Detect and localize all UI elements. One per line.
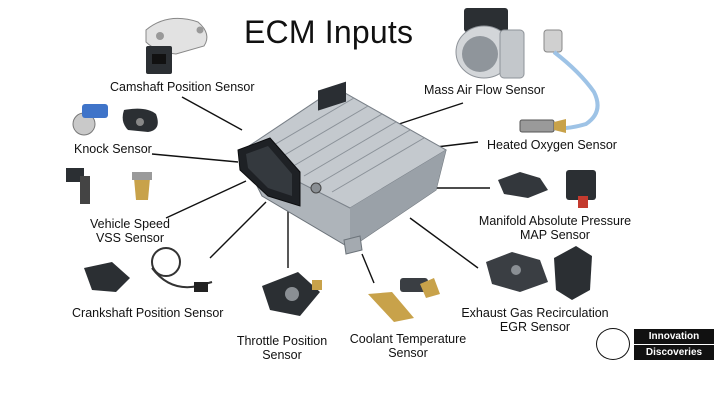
label-map-line-1: Manifold Absolute Pressure xyxy=(478,214,632,228)
line-crank xyxy=(209,201,267,259)
map-sensor-image xyxy=(498,170,596,208)
vss-sensor-image xyxy=(66,168,152,204)
ecm-module xyxy=(237,81,447,255)
label-tps-line-2: Sensor xyxy=(262,348,302,362)
connector-lines xyxy=(151,96,490,284)
tps-sensor-image xyxy=(262,272,322,316)
oxygen-sensor-image xyxy=(519,29,600,133)
crankshaft-sensor-image xyxy=(84,247,213,292)
coolant-sensor-image xyxy=(368,278,440,322)
label-egr-line-2: EGR Sensor xyxy=(499,320,571,334)
label-heated-oxygen-sensor: Heated Oxygen Sensor xyxy=(487,138,617,152)
line-maf xyxy=(395,102,464,126)
label-coolant-temperature-sensor: Coolant Temperature Sensor xyxy=(344,332,472,360)
line-knock xyxy=(151,153,239,163)
innovation-discoveries-badge: Innovation Discoveries xyxy=(596,328,714,360)
label-egr-line-1: Exhaust Gas Recirculation xyxy=(461,306,609,320)
label-vss-line-1: Vehicle Speed xyxy=(90,217,170,231)
label-map-line-2: MAP Sensor xyxy=(520,228,590,242)
label-mass-air-flow-sensor: Mass Air Flow Sensor xyxy=(424,83,545,97)
badge-line-2: Discoveries xyxy=(634,345,714,360)
label-coolant-line-1: Coolant Temperature xyxy=(349,332,467,346)
line-vss xyxy=(165,180,247,219)
line-coolant xyxy=(361,253,375,284)
label-crankshaft-position-sensor: Crankshaft Position Sensor xyxy=(72,306,224,320)
line-camshaft xyxy=(181,96,243,131)
label-exhaust-gas-recirculation-sensor: Exhaust Gas Recirculation EGR Sensor xyxy=(456,306,614,334)
knock-sensor-image xyxy=(72,104,158,136)
label-vss-line-2: VSS Sensor xyxy=(95,231,165,245)
egr-sensor-image xyxy=(486,246,592,300)
label-coolant-line-2: Sensor xyxy=(388,346,428,360)
maf-sensor-image xyxy=(455,8,525,79)
brand-logo-icon xyxy=(596,328,630,360)
camshaft-sensor-image xyxy=(145,17,208,74)
line-egr xyxy=(409,217,479,269)
label-throttle-position-sensor: Throttle Position Sensor xyxy=(230,334,334,362)
label-vehicle-speed-sensor: Vehicle Speed VSS Sensor xyxy=(76,217,184,245)
diagram-title: ECM Inputs xyxy=(244,14,414,50)
badge-line-1: Innovation xyxy=(634,329,714,344)
label-manifold-absolute-pressure-sensor: Manifold Absolute Pressure MAP Sensor xyxy=(471,214,639,242)
label-knock-sensor: Knock Sensor xyxy=(74,142,152,156)
label-camshaft-position-sensor: Camshaft Position Sensor xyxy=(110,80,255,94)
label-tps-line-1: Throttle Position xyxy=(236,334,328,348)
